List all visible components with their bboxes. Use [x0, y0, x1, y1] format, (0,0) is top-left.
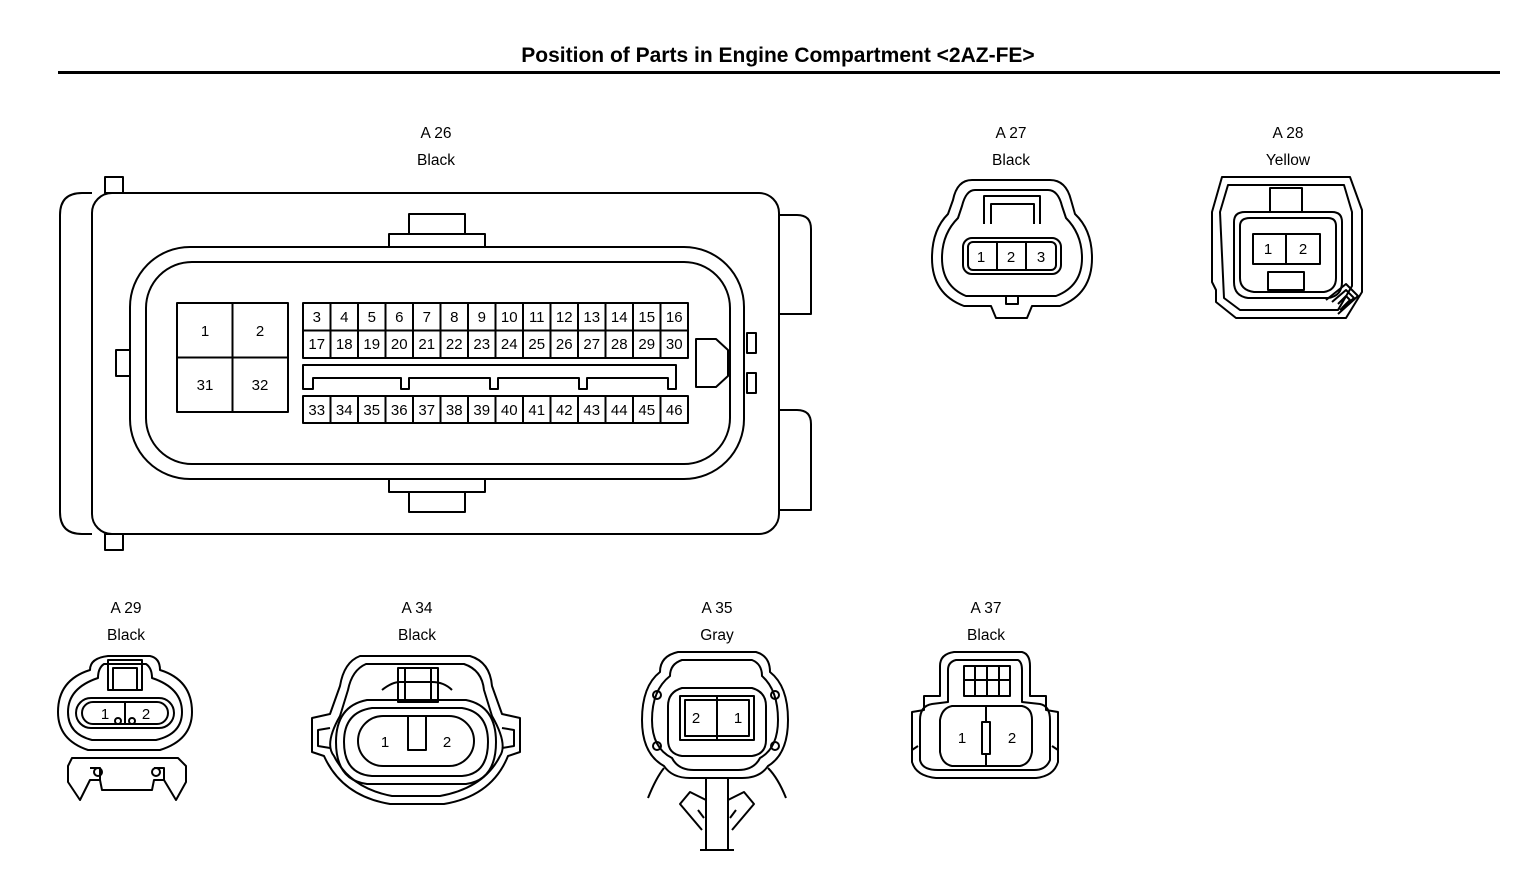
a26-pin-label: 33 [308, 402, 325, 419]
connector-id: A 29 [110, 600, 142, 617]
a34-pin-label: 1 [381, 734, 389, 751]
connector-a35 [641, 651, 789, 851]
a26-pin-label: 39 [473, 402, 490, 419]
connector-label-a34: A 34 Black [347, 595, 487, 649]
a28-pin-label: 1 [1264, 241, 1272, 258]
connector-color: Black [417, 152, 455, 169]
a35-pin-label: 2 [692, 710, 700, 727]
connector-label-a35: A 35 Gray [647, 595, 787, 649]
a29-pin-label: 2 [142, 706, 150, 723]
a26-pin-label: 42 [556, 402, 573, 419]
a26-pin-label: 27 [583, 336, 600, 353]
connector-color: Black [107, 627, 145, 644]
a26-pin-label: 23 [473, 336, 490, 353]
a29-pin-label: 1 [101, 706, 109, 723]
a27-pin-label: 2 [1007, 249, 1015, 266]
connector-id: A 26 [420, 125, 452, 142]
connector-id: A 28 [1272, 125, 1304, 142]
connector-id: A 37 [970, 600, 1002, 617]
connector-label-a27: A 27 Black [941, 120, 1081, 174]
connector-color: Black [967, 627, 1005, 644]
a26-pin-label: 5 [368, 309, 376, 326]
a26-pin-label: 10 [501, 309, 518, 326]
connector-a28 [1211, 176, 1363, 319]
a26-pin-label: 25 [528, 336, 545, 353]
connector-a34 [311, 655, 521, 805]
a26-pin-label: 19 [363, 336, 380, 353]
connector-a26 [59, 176, 812, 551]
a26-pin-label: 6 [395, 309, 403, 326]
a26-pin-label: 32 [252, 377, 269, 394]
connector-a37 [911, 651, 1059, 779]
a26-pin-label: 21 [418, 336, 435, 353]
connector-id: A 34 [401, 600, 433, 617]
a35-pin-label: 1 [734, 710, 742, 727]
a26-pin-label: 15 [638, 309, 655, 326]
a26-pin-label: 17 [308, 336, 325, 353]
connector-id: A 35 [701, 600, 733, 617]
a37-pin-label: 1 [958, 730, 966, 747]
a26-pin-label: 26 [556, 336, 573, 353]
a26-pin-label: 44 [611, 402, 628, 419]
a27-pin-label: 3 [1037, 249, 1045, 266]
a26-pin-label: 14 [611, 309, 628, 326]
a26-pin-label: 41 [528, 402, 545, 419]
a26-pin-label: 30 [666, 336, 683, 353]
a26-pin-label: 46 [666, 402, 683, 419]
a26-pin-label: 1 [201, 323, 209, 340]
connector-id: A 27 [995, 125, 1027, 142]
a26-pin-label: 16 [666, 309, 683, 326]
a26-pin-label: 9 [478, 309, 486, 326]
a26-pin-label: 34 [336, 402, 353, 419]
connector-color: Yellow [1265, 152, 1311, 169]
a37-pin-label: 2 [1008, 730, 1016, 747]
connector-label-a26: A 26 Black [366, 120, 506, 174]
a26-pin-label: 35 [363, 402, 380, 419]
page-title: Position of Parts in Engine Compartment … [521, 44, 1035, 67]
a26-pin-label: 28 [611, 336, 628, 353]
a26-pin-label: 20 [391, 336, 408, 353]
connector-label-a28: A 28 Yellow [1218, 120, 1358, 174]
connector-color: Black [992, 152, 1030, 169]
a26-pin-label: 43 [583, 402, 600, 419]
a26-pin-label: 31 [197, 377, 214, 394]
connector-label-a29: A 29 Black [56, 595, 196, 649]
a27-pin-label: 1 [977, 249, 985, 266]
a26-pin-label: 24 [501, 336, 518, 353]
a26-pin-label: 36 [391, 402, 408, 419]
title-rule [58, 71, 1500, 74]
a26-pin-label: 4 [340, 309, 348, 326]
a26-pin-label: 11 [529, 309, 545, 326]
connector-a29 [57, 655, 193, 801]
a26-pin-label: 37 [418, 402, 435, 419]
a26-pin-label: 2 [256, 323, 264, 340]
a34-pin-label: 2 [443, 734, 451, 751]
connector-color: Gray [700, 627, 734, 644]
a26-pin-label: 12 [556, 309, 573, 326]
connector-color: Black [398, 627, 436, 644]
a26-pin-label: 18 [336, 336, 353, 353]
connector-a27 [931, 179, 1093, 319]
a26-pin-label: 22 [446, 336, 463, 353]
a26-pin-label: 29 [638, 336, 655, 353]
a26-pin-label: 8 [450, 309, 458, 326]
a26-pin-label: 3 [313, 309, 321, 326]
small-connector-pin-labels: 1 2 3 1 2 1 2 1 2 2 1 1 2 [101, 241, 1307, 751]
a26-pin-label: 38 [446, 402, 463, 419]
a26-pin-label: 45 [638, 402, 655, 419]
a26-pin-label: 40 [501, 402, 518, 419]
connector-label-a37: A 37 Black [916, 595, 1056, 649]
a28-pin-label: 2 [1299, 241, 1307, 258]
a26-pin-label: 13 [583, 309, 600, 326]
a26-pin-label: 7 [423, 309, 431, 326]
